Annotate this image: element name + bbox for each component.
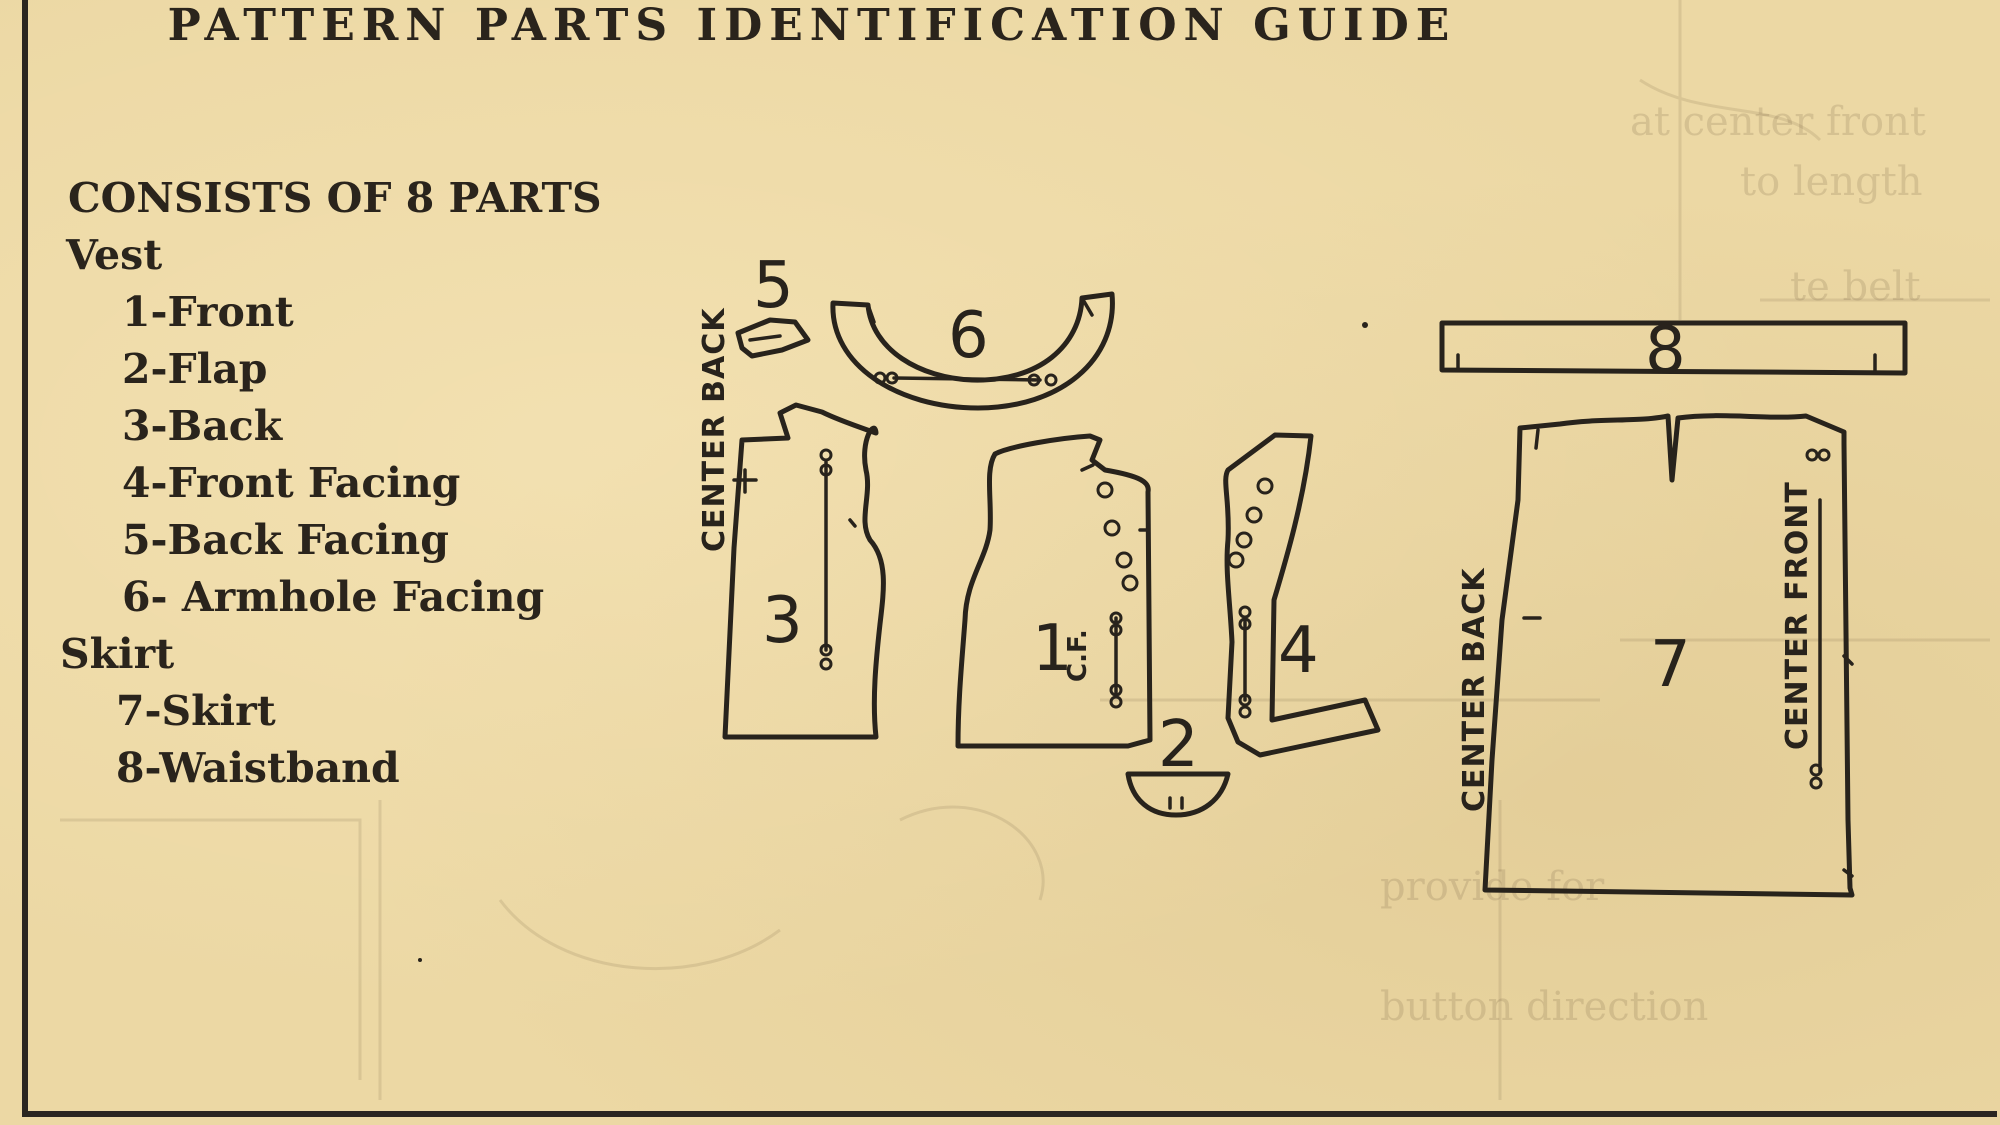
label-center-back-skirt: CENTER BACK xyxy=(1457,567,1492,812)
piece-number-4: 4 xyxy=(1278,614,1319,688)
svg-text:te belt: te belt xyxy=(1790,264,1921,310)
group-label-vest: Vest xyxy=(66,231,163,279)
piece-number-6: 6 xyxy=(948,299,989,373)
svg-text:to length: to length xyxy=(1740,159,1923,205)
piece-number-1: 1 xyxy=(1032,612,1073,686)
group-label-skirt: Skirt xyxy=(60,630,175,678)
parts-list: CONSISTS OF 8 PARTS Vest 1-Front 2-Flap … xyxy=(60,170,700,797)
piece-waistband: 8 xyxy=(1439,314,1908,388)
piece-front: 1 C.F. xyxy=(955,433,1153,749)
page-frame xyxy=(22,0,1997,1117)
list-item: 7-Skirt xyxy=(116,687,276,735)
piece-number-8: 8 xyxy=(1645,314,1686,388)
list-item: 6- Armhole Facing xyxy=(122,573,545,621)
piece-number-7: 7 xyxy=(1650,628,1691,702)
ink-speck xyxy=(1362,322,1368,328)
piece-front-facing: 4 xyxy=(1223,432,1381,758)
list-item: 1-Front xyxy=(122,288,294,336)
ink-speck xyxy=(418,958,422,962)
parts-count-heading: CONSISTS OF 8 PARTS xyxy=(68,174,602,222)
piece-armhole-facing: 6 xyxy=(830,291,1115,411)
svg-text:provide for: provide for xyxy=(1380,864,1605,910)
show-through-lines xyxy=(60,0,1990,1100)
piece-number-5: 5 xyxy=(753,249,794,323)
list-item: 5-Back Facing xyxy=(122,516,449,564)
piece-flap: 2 xyxy=(1125,708,1231,818)
show-through-marks: at center front to length te belt provid… xyxy=(60,0,1990,1100)
piece-back-facing: 5 xyxy=(735,249,811,359)
list-item: 2-Flap xyxy=(122,345,268,393)
list-item: 3-Back xyxy=(122,402,283,450)
piece-skirt: 7 xyxy=(1482,413,1855,898)
guide-title: PATTERN PARTS IDENTIFICATION GUIDE xyxy=(167,0,1457,51)
label-cf: C.F. xyxy=(1063,629,1093,682)
piece-number-2: 2 xyxy=(1158,708,1199,782)
piece-back: 3 xyxy=(722,402,886,740)
list-item: 8-Waistband xyxy=(116,744,400,792)
label-center-front-skirt: CENTER FRONT xyxy=(1780,481,1815,750)
label-center-back-vest: CENTER BACK xyxy=(697,307,732,552)
list-item: 4-Front Facing xyxy=(122,459,461,507)
piece-number-3: 3 xyxy=(762,584,803,658)
svg-text:at center front: at center front xyxy=(1630,99,1926,145)
svg-text:button direction: button direction xyxy=(1380,984,1708,1030)
